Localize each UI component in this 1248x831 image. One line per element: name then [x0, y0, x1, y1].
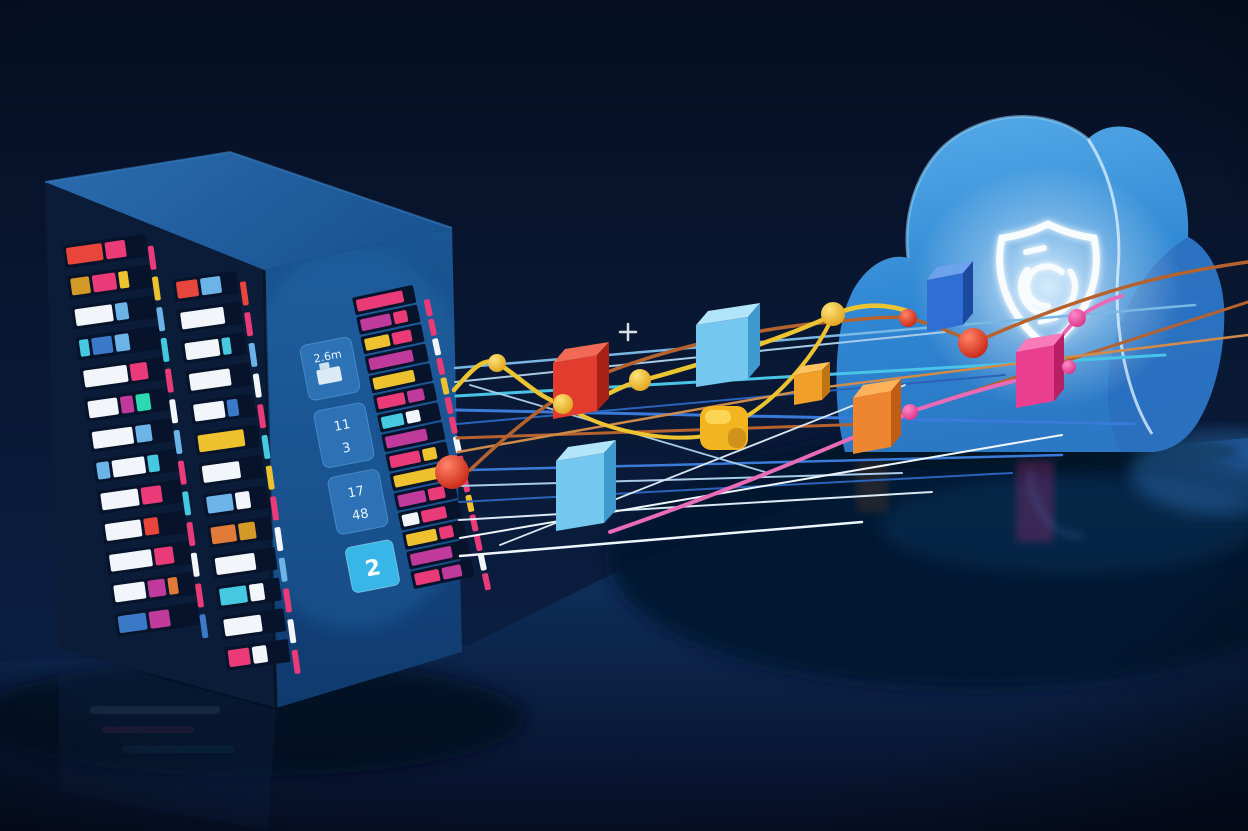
illustration-canvas: 2.6m 11 3 17 48 2	[0, 0, 1248, 831]
scene-svg: 2.6m 11 3 17 48 2	[0, 0, 1248, 831]
vignette-overlay	[0, 0, 1248, 831]
